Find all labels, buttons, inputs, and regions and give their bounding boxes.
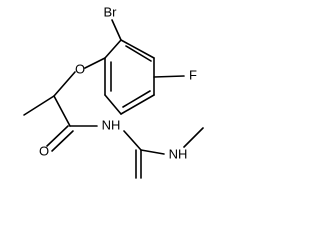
atom-label-br: Br [104,4,118,19]
ring-bond-4 [104,94,122,115]
bond-urea-c-nh [140,149,165,155]
structure-canvas: Br F O O NH NH [23,4,204,179]
atom-label-nh-imide: NH [102,117,121,132]
bond-carbonyl-o-1 [46,125,69,147]
ring-bond-1-inner [125,45,152,62]
bond-aryl-o [84,57,106,69]
atom-f: F [189,67,197,82]
bond-o-ch [53,71,76,97]
bond-ch-methyl [23,95,55,116]
atom-nh-imide: NH [102,117,121,132]
bond-nh-methyl [183,127,204,148]
bond-c-f [153,75,185,78]
bond-ch-carbonyl [53,95,71,127]
bond-c-br [111,19,122,41]
atom-label-o-ether: O [75,61,85,76]
ring-bond-6 [104,39,122,59]
atom-label-o-carbonyl: O [39,143,49,158]
atom-o-ether: O [75,61,85,76]
bond-carbonyl-o-2 [51,130,74,152]
atom-o-carbonyl: O [39,143,49,158]
ring-bond-3-inner [122,90,151,108]
bond-nh-urea-c [123,130,142,151]
chemical-structure: Br F O O NH NH [23,4,204,179]
ring-bond-1 [120,39,155,59]
atom-label-nh-methyl: NH [169,146,188,161]
atom-br: Br [104,4,118,19]
ring-bond-3 [120,94,155,115]
benzene-ring [104,39,155,115]
atom-nh-methyl: NH [169,146,188,161]
atom-label-f: F [189,67,197,82]
